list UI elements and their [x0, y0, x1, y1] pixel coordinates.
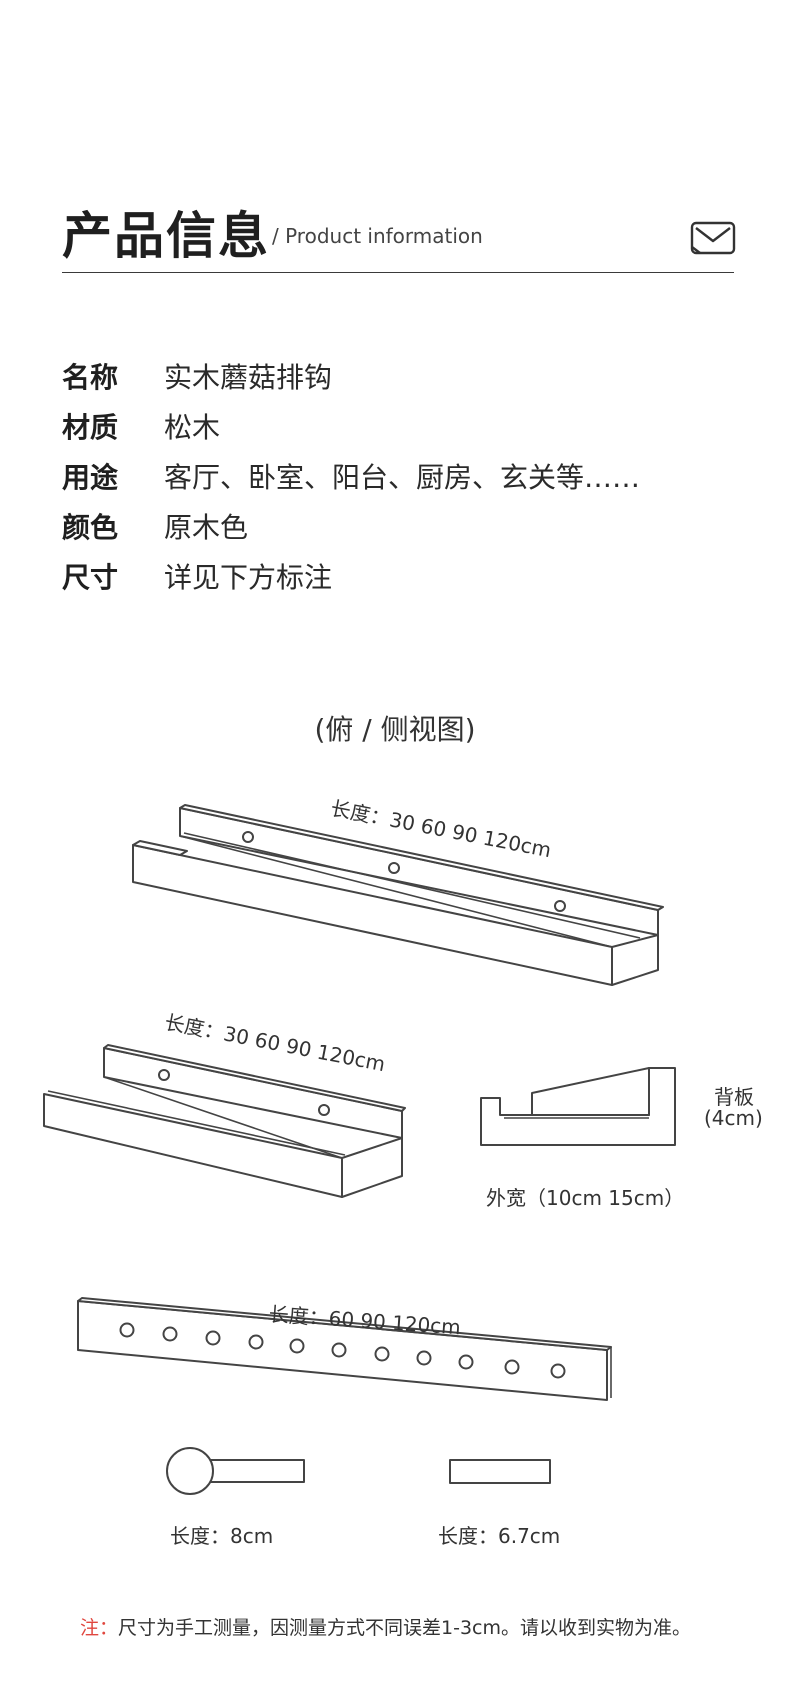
info-label: 用途 — [62, 461, 119, 494]
side-profile-drawing — [480, 1067, 676, 1146]
info-label: 颜色 — [62, 511, 119, 544]
info-row-color: 颜色 原木色 — [62, 506, 248, 546]
peg-length-label: 长度：6.7cm — [438, 1524, 561, 1548]
mail-icon — [690, 221, 736, 255]
info-label: 材质 — [62, 411, 119, 444]
back-panel-label: 背板 — [714, 1085, 754, 1109]
info-label: 尺寸 — [62, 561, 119, 594]
page-subtitle: / Product information — [272, 224, 483, 248]
peg-drawing — [449, 1459, 551, 1484]
info-value: 原木色 — [164, 511, 249, 544]
info-label: 名称 — [62, 361, 119, 394]
short-shelf-drawing — [43, 1044, 406, 1198]
view-title: (俯 / 侧视图) — [314, 713, 476, 746]
info-row-name: 名称 实木蘑菇排钩 — [62, 356, 332, 396]
mushroom-hook-drawing — [166, 1447, 305, 1495]
info-value: 详见下方标注 — [164, 561, 333, 594]
back-panel-size-label: (4cm) — [704, 1106, 763, 1130]
long-shelf-drawing — [132, 804, 664, 986]
mushroom-length-label: 长度：8cm — [170, 1524, 274, 1548]
footnote: 注：尺寸为手工测量，因测量方式不同误差1-3cm。请以收到实物为准。 — [80, 1613, 691, 1640]
info-value: 客厅、卧室、阳台、厨房、玄关等…… — [164, 461, 641, 494]
footnote-text: 尺寸为手工测量，因测量方式不同误差1-3cm。请以收到实物为准。 — [118, 1617, 692, 1639]
page-title: 产品信息 — [62, 207, 270, 265]
info-row-usage: 用途 客厅、卧室、阳台、厨房、玄关等…… — [62, 456, 640, 496]
hook-bar-drawing — [77, 1297, 612, 1401]
info-row-size: 尺寸 详见下方标注 — [62, 556, 332, 596]
width-label: 外宽（10cm 15cm） — [486, 1186, 685, 1210]
info-row-material: 材质 松木 — [62, 406, 220, 446]
header-divider — [62, 272, 734, 273]
info-value: 松木 — [164, 411, 221, 444]
info-value: 实木蘑菇排钩 — [164, 361, 333, 394]
footnote-prefix: 注： — [80, 1617, 119, 1639]
